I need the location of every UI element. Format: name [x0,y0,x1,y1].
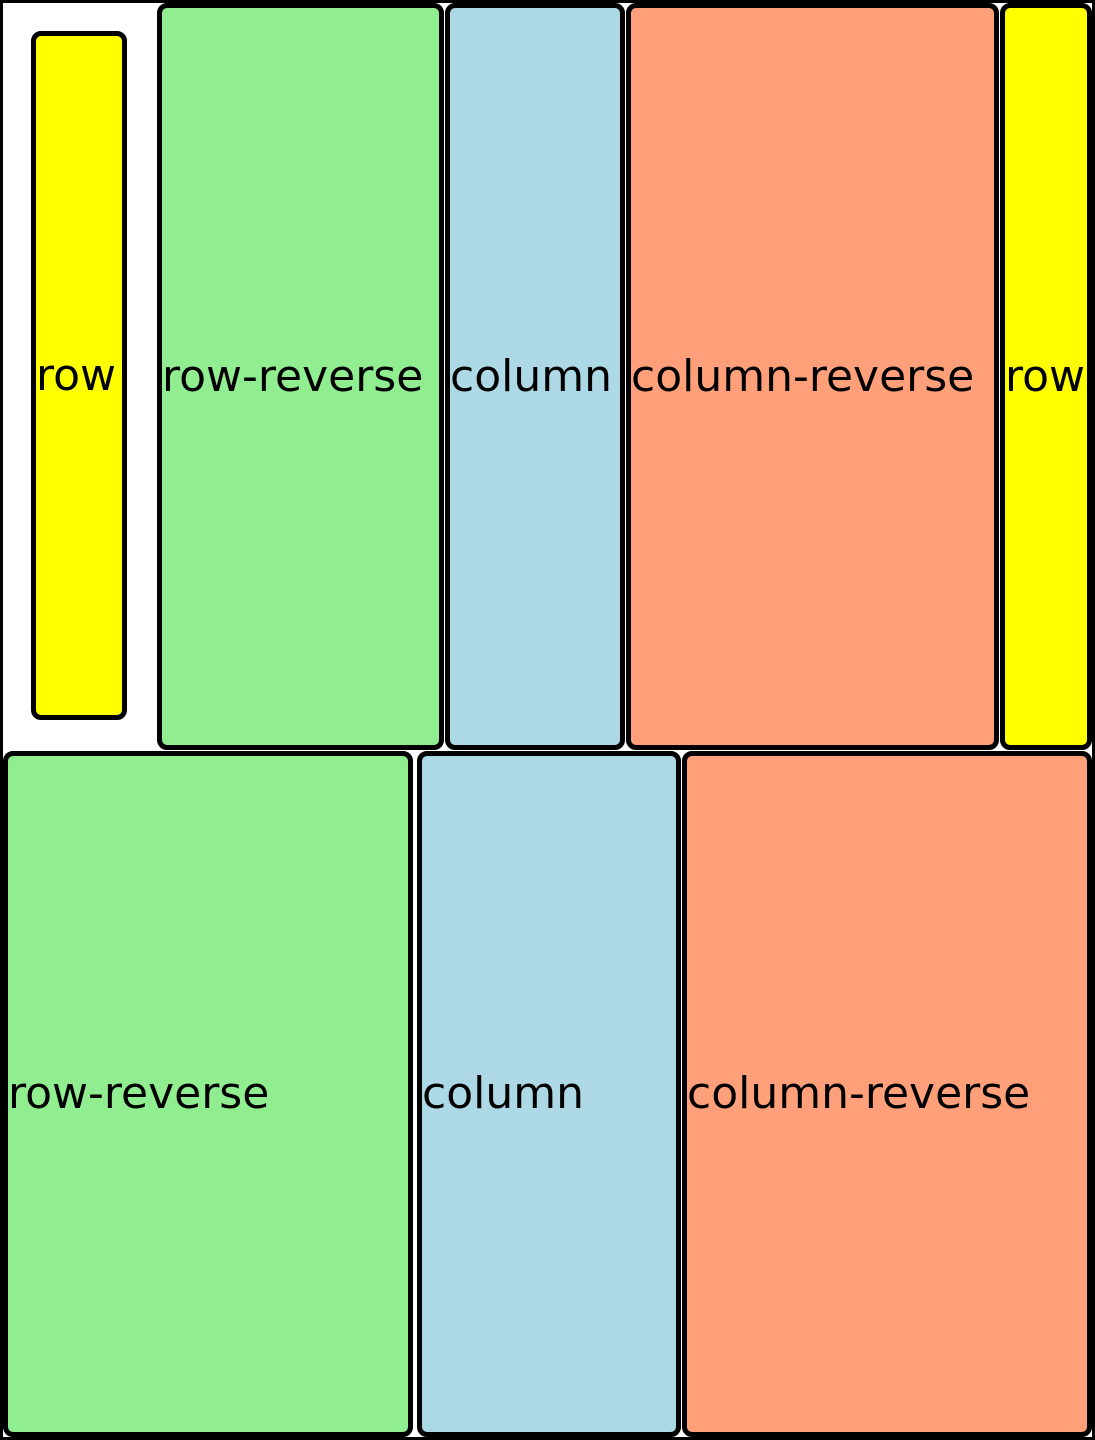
box-label: row-reverse [8,1068,270,1119]
box-label: row-reverse [162,350,424,402]
box-label: column [450,350,612,402]
box-label: column [422,1068,584,1119]
box-column-reverse-bottom: column-reverse [682,751,1092,1437]
box-row-right: row [1000,3,1092,750]
box-label: column-reverse [687,1068,1031,1119]
box-label: row [1005,350,1086,402]
diagram-canvas: row row-reverse column column-reverse ro… [3,3,1092,1437]
box-row-reverse: row-reverse [157,3,444,750]
box-row-reverse-bottom: row-reverse [3,751,413,1437]
box-column-bottom: column [417,751,681,1437]
box-row: row [31,31,127,720]
box-column: column [445,3,625,750]
box-label: column-reverse [631,350,975,402]
box-column-reverse: column-reverse [626,3,999,750]
box-label: row [36,349,117,401]
